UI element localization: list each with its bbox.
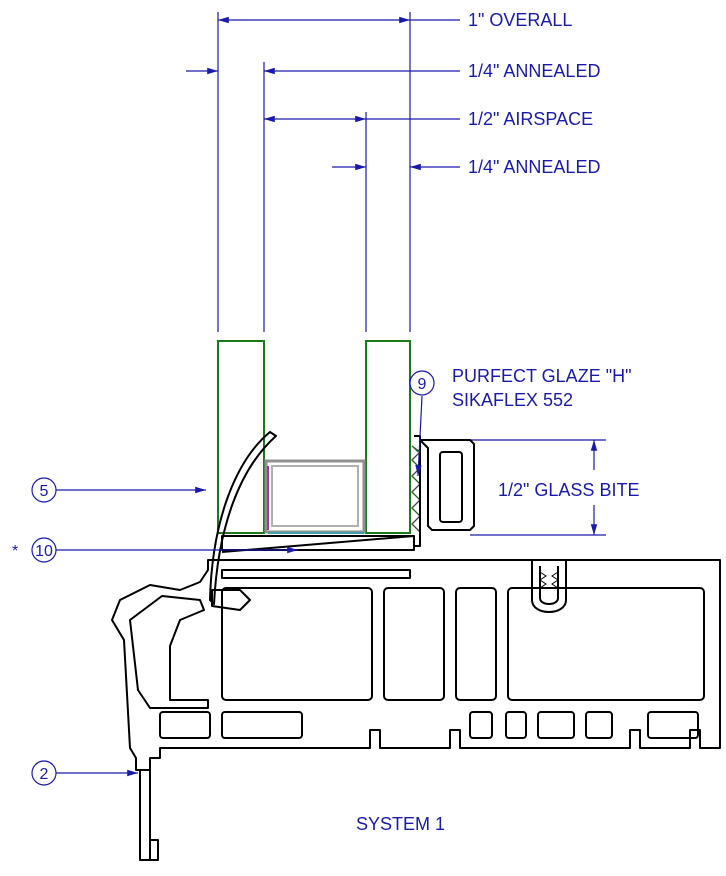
extension-lines [217, 12, 411, 332]
dimension-overall: 1" OVERALL [218, 10, 572, 30]
glass-outer-label: 1/4" ANNEALED [468, 61, 600, 81]
callout-9: 9 [409, 370, 435, 477]
callout-2-number: 2 [40, 766, 49, 783]
spacer-bar [264, 459, 366, 534]
callout-10: * 10 [12, 537, 298, 563]
glazing-line1: PURFECT GLAZE "H" [452, 366, 631, 386]
glass-inner-label: 1/4" ANNEALED [468, 157, 600, 177]
dimension-glass-outer: 1/4" ANNEALED [186, 61, 600, 81]
system-caption: SYSTEM 1 [356, 814, 445, 834]
frame-profile [111, 435, 721, 861]
dimension-glass-inner: 1/4" ANNEALED [332, 157, 600, 177]
overall-label: 1" OVERALL [468, 10, 572, 30]
airspace-label: 1/2" AIRSPACE [468, 109, 593, 129]
callout-5: 5 [31, 477, 206, 503]
sealant-bead [411, 445, 421, 533]
glazing-line2: SIKAFLEX 552 [452, 390, 573, 410]
callout-10-number: 10 [35, 543, 53, 560]
glazing-bead [209, 431, 277, 605]
callout-5-number: 5 [40, 483, 49, 500]
dimension-glass-bite: 1/2" GLASS BITE [432, 439, 639, 536]
glass-pane-inner [365, 340, 411, 534]
callout-10-mark: * [12, 543, 18, 560]
callout-9-number: 9 [418, 376, 427, 393]
glass-bite-label: 1/2" GLASS BITE [498, 480, 639, 500]
dimension-airspace: 1/2" AIRSPACE [264, 109, 593, 129]
callout-2: 2 [31, 760, 138, 786]
